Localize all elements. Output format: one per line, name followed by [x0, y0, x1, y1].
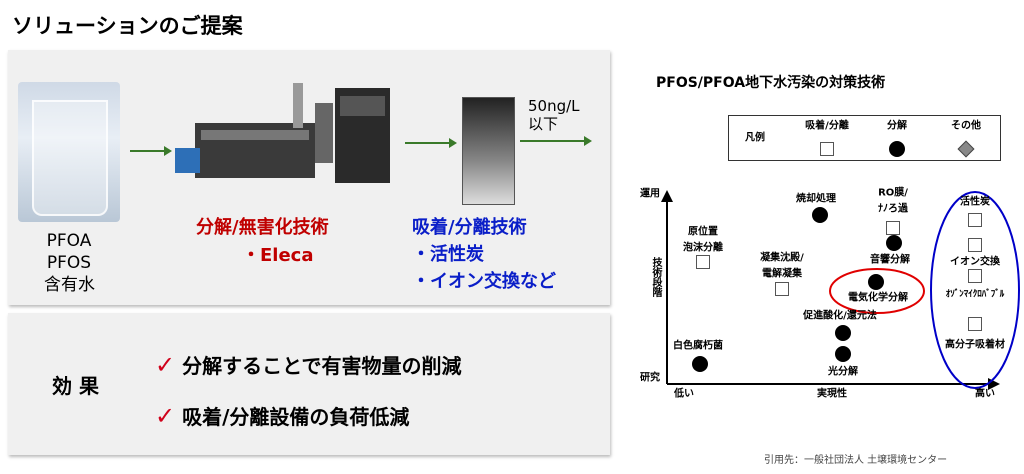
- effect-item-text: 吸着/分離設備の負荷低減: [182, 405, 410, 429]
- adsorb-point: [968, 317, 982, 331]
- tech-label: ｵｿﾞﾝﾏｲｸﾛﾊﾞﾌﾞﾙ: [945, 289, 1005, 300]
- flow-arrow: [405, 138, 457, 148]
- legend-circle-icon: [889, 141, 905, 157]
- tech-label: RO膜/: [878, 187, 908, 199]
- adsorb-point: [775, 282, 789, 296]
- decompose-point: [835, 325, 851, 341]
- adsorb-point: [696, 255, 710, 269]
- x-axis-label: 実現性: [817, 388, 847, 400]
- y-axis-bottom-label: 研究: [640, 372, 660, 384]
- legend-square-icon: [820, 142, 834, 156]
- adsorb-group-ellipse: [930, 191, 1020, 389]
- legend: [728, 115, 1001, 161]
- x-axis-high-label: 高い: [975, 388, 995, 400]
- beaker-image: [18, 82, 120, 222]
- decompose-tech-title: 分解/無害化技術: [196, 217, 329, 238]
- pfos-text: PFOS: [46, 253, 92, 273]
- adsorb-tech-item: ・活性炭: [412, 244, 484, 265]
- tech-label: 原位置: [688, 226, 718, 238]
- decompose-point: [692, 356, 708, 372]
- check-icon: ✓: [155, 402, 176, 430]
- tech-label: ﾅﾉろ過: [878, 203, 908, 215]
- legend-other-label: その他: [951, 120, 981, 132]
- effect-label: 効 果: [52, 374, 99, 398]
- page-title: ソリューションのご提案: [12, 14, 243, 38]
- output-limit-text: 50ng/L: [528, 97, 580, 115]
- decompose-point: [835, 346, 851, 362]
- adsorb-tech-title: 吸着/分離技術: [412, 217, 527, 238]
- decompose-point: [868, 274, 884, 290]
- y-axis-top-label: 運用: [640, 188, 660, 200]
- check-icon: ✓: [155, 351, 176, 379]
- adsorb-point: [968, 213, 982, 227]
- effect-item-text: 分解することで有害物量の削減: [182, 354, 462, 378]
- tech-label: 凝集沈殿/: [760, 252, 804, 264]
- output-limit-suffix: 以下: [528, 115, 559, 133]
- water-text: 含有水: [44, 275, 95, 295]
- tech-label: 高分子吸着材: [945, 339, 1005, 351]
- tech-label: 促進酸化/還元法: [803, 310, 877, 322]
- tech-label: 光分解: [828, 366, 858, 378]
- tech-label-highlighted: 電気化学分解: [848, 292, 908, 304]
- decompose-point: [812, 207, 828, 223]
- x-axis-low-label: 低い: [674, 388, 694, 400]
- input-label: PFOA PFOS 含有水: [44, 230, 95, 296]
- diagram-title: PFOS/PFOA地下水汚染の対策技術: [656, 75, 886, 91]
- tech-label: 音響分解: [870, 254, 910, 266]
- adsorb-point: [968, 269, 982, 283]
- tech-label: 活性炭: [960, 196, 990, 208]
- flow-arrow: [130, 146, 172, 156]
- highlight-ellipse: [829, 268, 925, 314]
- tech-label: 泡沫分離: [683, 242, 723, 254]
- y-axis-label: 技術段階: [650, 257, 661, 297]
- decompose-point: [886, 235, 902, 251]
- legend-decompose-label: 分解: [887, 120, 907, 132]
- effect-item: ✓ 吸着/分離設備の負荷低減: [155, 391, 461, 442]
- decompose-tech-item: ・Eleca: [242, 245, 314, 266]
- legend-adsorb-label: 吸着/分離: [805, 120, 849, 132]
- treated-water-image: [462, 97, 515, 205]
- adsorb-point: [886, 221, 900, 235]
- citation-text: 引用先：一般社団法人 土壌環境センター: [764, 455, 948, 466]
- tech-label: 白色腐朽菌: [673, 340, 723, 352]
- flow-arrow: [520, 136, 592, 146]
- legend-label: 凡例: [745, 132, 765, 144]
- tech-label: 電解凝集: [762, 268, 802, 280]
- tech-label: 焼却処理: [796, 193, 836, 205]
- treatment-equipment-image: [175, 83, 390, 183]
- adsorb-point: [968, 238, 982, 252]
- pfoa-text: PFOA: [46, 231, 92, 251]
- effect-panel: [8, 313, 610, 455]
- adsorb-tech-item: ・イオン交換など: [412, 271, 556, 292]
- effect-item: ✓ 分解することで有害物量の削減: [155, 340, 461, 391]
- tech-label: イオン交換: [950, 256, 1000, 268]
